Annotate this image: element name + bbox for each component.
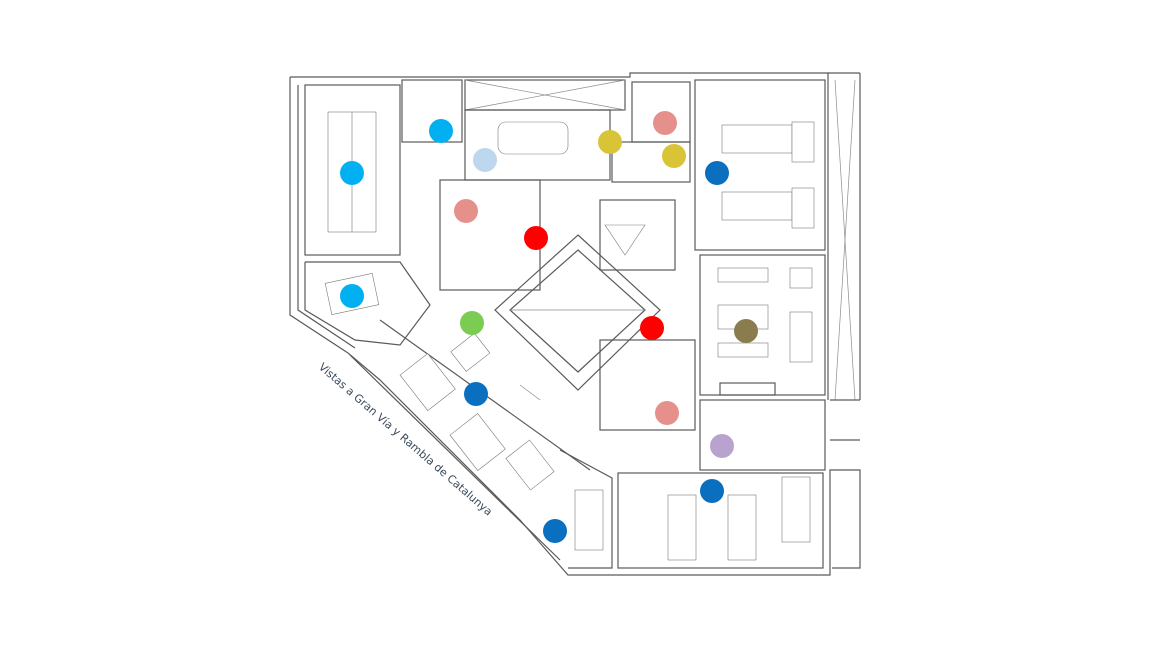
marker-pink-3[interactable] (655, 401, 679, 425)
marker-red-2[interactable] (640, 316, 664, 340)
marker-green-1[interactable] (460, 311, 484, 335)
marker-blue-4[interactable] (543, 519, 567, 543)
south-offices (559, 449, 824, 569)
marker-cyan-1[interactable] (429, 119, 453, 143)
right-offices (699, 254, 826, 471)
marker-red-1[interactable] (524, 226, 548, 250)
marker-lightblue-1[interactable] (473, 148, 497, 172)
marker-cyan-3[interactable] (340, 284, 364, 308)
markers (340, 111, 758, 543)
top-rooms (401, 79, 826, 251)
sw-open-office (349, 319, 591, 561)
marker-yellow-2[interactable] (662, 144, 686, 168)
marker-cyan-2[interactable] (340, 161, 364, 185)
marker-pink-2[interactable] (454, 199, 478, 223)
marker-lavender-1[interactable] (710, 434, 734, 458)
marker-blue-1[interactable] (705, 161, 729, 185)
central-core (439, 179, 696, 431)
marker-olive-1[interactable] (734, 319, 758, 343)
marker-blue-3[interactable] (700, 479, 724, 503)
marker-yellow-1[interactable] (598, 130, 622, 154)
outer-walls (289, 72, 861, 576)
marker-blue-2[interactable] (464, 382, 488, 406)
meeting-room-small (304, 261, 431, 346)
marker-pink-1[interactable] (653, 111, 677, 135)
